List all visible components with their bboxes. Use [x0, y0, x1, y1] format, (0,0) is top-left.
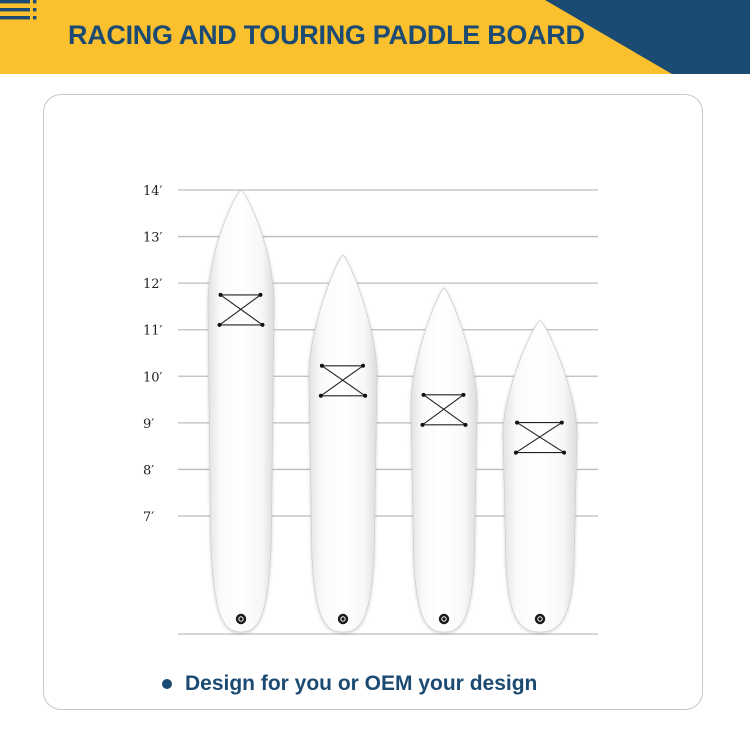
paddle-board	[207, 189, 275, 633]
valve-icon	[337, 613, 349, 625]
bungee-cord-icon	[318, 363, 368, 398]
y-tick-label: 12′	[143, 277, 163, 292]
valve-icon	[235, 613, 247, 625]
paddle-board	[502, 319, 578, 633]
bungee-cord-icon	[513, 420, 567, 455]
caption: Design for you or OEM your design	[162, 672, 537, 696]
y-tick-label: 9′	[143, 417, 154, 432]
page-title: RACING AND TOURING PADDLE BOARD	[68, 20, 585, 50]
board-shape	[502, 319, 578, 633]
y-tick-label: 11′	[143, 324, 163, 339]
paddle-board	[308, 254, 378, 633]
bungee-cord-icon	[217, 292, 265, 327]
bungee-cord-icon	[420, 392, 468, 427]
caption-text: Design for you or OEM your design	[185, 672, 538, 695]
y-tick-label: 13′	[143, 231, 163, 246]
valve-icon	[534, 613, 546, 625]
y-tick-label: 14′	[143, 184, 163, 199]
boards	[207, 189, 578, 633]
header-banner: RACING AND TOURING PADDLE BOARD	[0, 0, 750, 74]
board-shape	[207, 189, 275, 633]
bullet-icon	[162, 679, 172, 689]
menu-lines-icon	[0, 0, 37, 20]
paddle-board	[410, 287, 478, 633]
header-background	[0, 0, 750, 74]
valve-icon	[438, 613, 450, 625]
y-tick-labels: 14′ 13′ 12′ 11′ 10′ 9′ 8′ 7′	[143, 184, 163, 525]
board-shape	[308, 254, 378, 633]
y-tick-label: 8′	[143, 463, 154, 478]
y-tick-label: 7′	[143, 510, 154, 525]
y-tick-label: 10′	[143, 370, 163, 385]
board-shape	[410, 287, 478, 633]
